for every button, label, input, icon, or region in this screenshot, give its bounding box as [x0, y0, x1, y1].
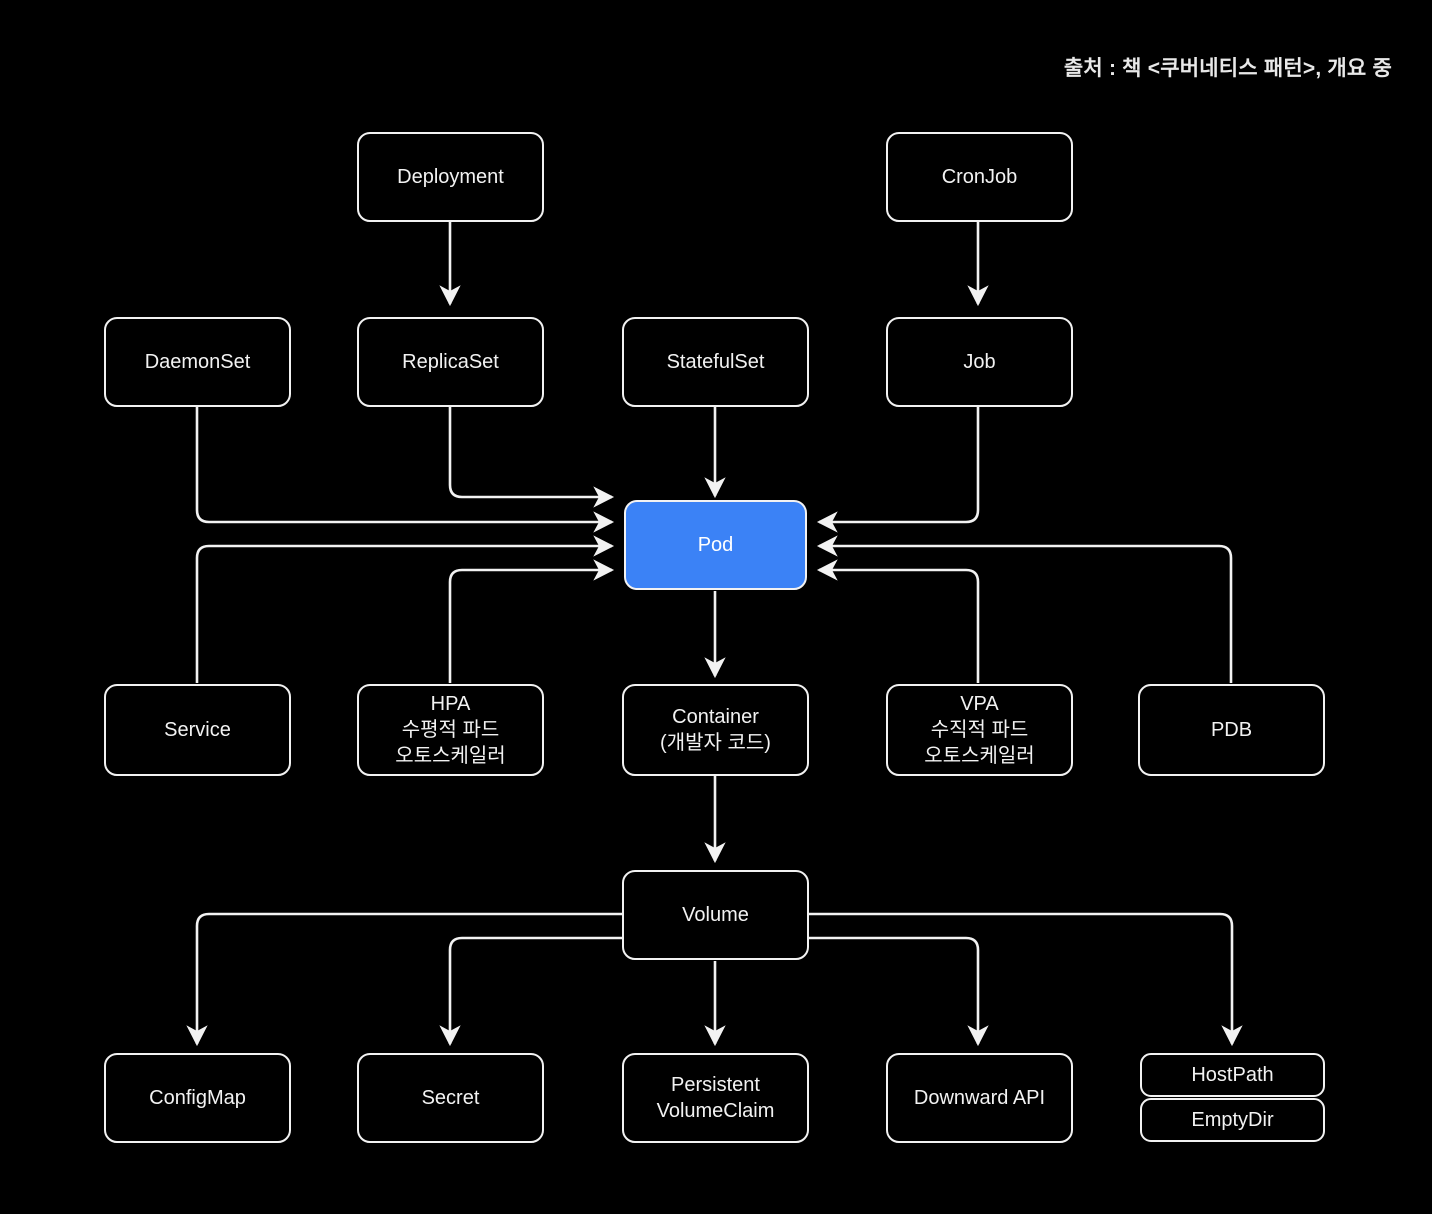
node-job[interactable]: Job [886, 317, 1073, 407]
node-emptydir-label: EmptyDir [1191, 1109, 1274, 1131]
node-deployment[interactable]: Deployment [357, 132, 544, 222]
node-pvc-label-line1: Persistent [671, 1074, 760, 1096]
node-container-label-line2: (개발자 코드) [660, 732, 771, 754]
edge-replicaset-pod [448, 407, 615, 508]
edge-vpa-pod [816, 559, 980, 683]
source-note: 출처 : 책 <쿠버네티스 패턴>, 개요 중 [1063, 57, 1392, 80]
node-volume-label: Volume [682, 904, 749, 926]
node-statefulset-label: StatefulSet [666, 351, 765, 373]
edge-volume-secret [439, 936, 624, 1047]
node-vpa-label-line3: 오토스케일러 [924, 745, 1035, 767]
node-daemonset-label: DaemonSet [144, 351, 251, 373]
node-pod[interactable]: Pod [624, 500, 807, 590]
node-container-label-line1: Container [672, 706, 759, 728]
node-hostpath[interactable]: HostPath [1140, 1053, 1325, 1097]
edge-volume-downward-api [807, 936, 989, 1047]
edge-volume-hostpath [807, 912, 1243, 1047]
node-emptydir[interactable]: EmptyDir [1140, 1098, 1325, 1142]
node-cronjob[interactable]: CronJob [886, 132, 1073, 222]
node-pdb[interactable]: PDB [1138, 684, 1325, 776]
node-configmap-label: ConfigMap [149, 1087, 246, 1109]
edge-daemonset-pod [195, 407, 615, 533]
node-statefulset[interactable]: StatefulSet [622, 317, 809, 407]
node-persistent-volume-claim[interactable]: Persistent VolumeClaim [622, 1053, 809, 1143]
edge-pdb-pod [816, 535, 1233, 683]
node-configmap[interactable]: ConfigMap [104, 1053, 291, 1143]
node-downward-api[interactable]: Downward API [886, 1053, 1073, 1143]
node-downward-api-label: Downward API [913, 1087, 1046, 1109]
node-container[interactable]: Container (개발자 코드) [622, 684, 809, 776]
node-vpa-label-line1: VPA [960, 693, 999, 715]
node-service-label: Service [164, 719, 231, 741]
node-daemonset[interactable]: DaemonSet [104, 317, 291, 407]
node-cronjob-label: CronJob [941, 166, 1018, 188]
edge-volume-configmap [186, 912, 624, 1047]
node-volume[interactable]: Volume [622, 870, 809, 960]
node-vpa[interactable]: VPA 수직적 파드 오토스케일러 [886, 684, 1073, 776]
node-hpa-label-line1: HPA [430, 693, 471, 715]
node-deployment-label: Deployment [397, 166, 504, 188]
node-pod-label: Pod [697, 534, 734, 556]
edge-job-pod [816, 407, 980, 533]
node-hpa-label-line3: 오토스케일러 [395, 745, 506, 767]
node-service[interactable]: Service [104, 684, 291, 776]
node-vpa-label-line2: 수직적 파드 [930, 719, 1029, 741]
node-secret[interactable]: Secret [357, 1053, 544, 1143]
node-pdb-label: PDB [1210, 719, 1253, 741]
node-replicaset-label: ReplicaSet [402, 351, 499, 373]
node-secret-label: Secret [421, 1087, 480, 1109]
node-replicaset[interactable]: ReplicaSet [357, 317, 544, 407]
node-hostpath-label: HostPath [1191, 1064, 1274, 1086]
node-job-label: Job [963, 351, 996, 373]
edge-hpa-pod [448, 559, 615, 683]
node-hpa[interactable]: HPA 수평적 파드 오토스케일러 [357, 684, 544, 776]
edge-service-pod [195, 535, 615, 683]
node-pvc-label-line2: VolumeClaim [656, 1100, 775, 1122]
node-hpa-label-line2: 수평적 파드 [401, 719, 500, 741]
